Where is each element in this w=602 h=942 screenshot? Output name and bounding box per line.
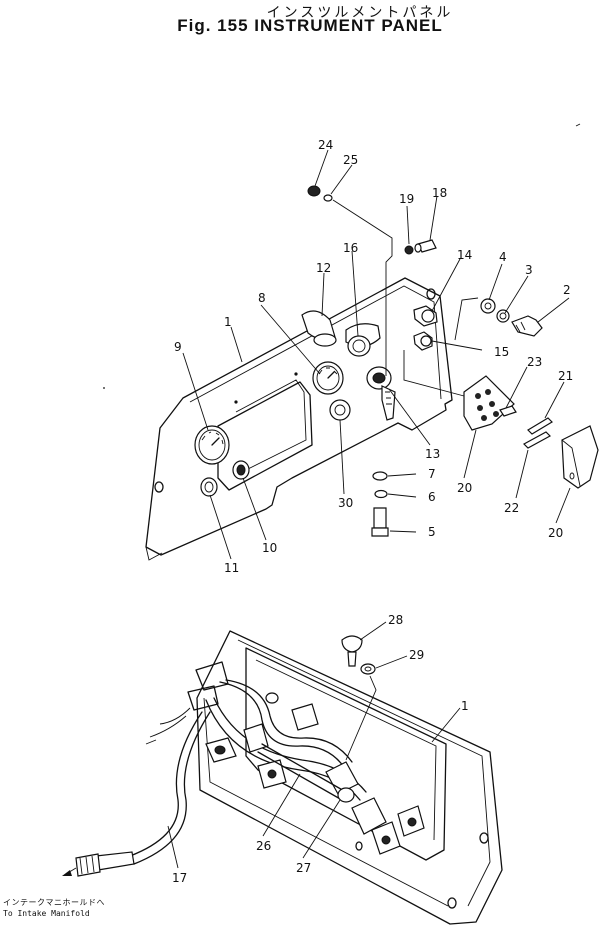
callout-6: 6 bbox=[428, 490, 436, 504]
callout-2: 2 bbox=[563, 283, 571, 297]
leader-lines-lower bbox=[167, 621, 461, 869]
destination-note: To Intake Manifold bbox=[3, 909, 90, 918]
bulb-28 bbox=[341, 635, 363, 667]
callout-9: 9 bbox=[174, 340, 182, 354]
panel-rear-view bbox=[196, 630, 503, 925]
knob-30 bbox=[329, 399, 351, 421]
screw-23 bbox=[499, 405, 517, 417]
bolt-14 bbox=[413, 305, 438, 327]
callout-26: 26 bbox=[256, 839, 271, 853]
callout-14: 14 bbox=[457, 248, 472, 262]
washer-6 bbox=[374, 489, 388, 499]
callout-1b: 1 bbox=[461, 699, 469, 713]
mounting-hole bbox=[154, 481, 164, 493]
callout-11: 11 bbox=[224, 561, 239, 575]
nut-24-washer-25 bbox=[307, 185, 333, 202]
pilot-lamp-11 bbox=[200, 477, 218, 497]
pin-21 bbox=[527, 417, 553, 435]
gauge-8 bbox=[312, 361, 344, 395]
leader-lines-upper bbox=[182, 149, 571, 560]
destination-note-japanese: インテークマニホールドへ bbox=[3, 898, 105, 907]
callout-30: 30 bbox=[338, 496, 353, 510]
figure-title-japanese: インスツルメントパネル bbox=[266, 5, 454, 21]
callout-12: 12 bbox=[316, 261, 331, 275]
washer-4 bbox=[480, 298, 496, 314]
callouts-lower: 28 29 1 26 27 17 bbox=[172, 613, 469, 885]
gauge-9 bbox=[194, 425, 230, 465]
callout-1: 1 bbox=[224, 315, 232, 329]
fastener-18-19 bbox=[404, 239, 437, 255]
callout-5: 5 bbox=[428, 525, 436, 539]
panel-front-view bbox=[145, 277, 453, 561]
callout-19: 19 bbox=[399, 192, 414, 206]
ring-29 bbox=[360, 663, 376, 675]
wiring-harness bbox=[145, 661, 425, 855]
callout-13: 13 bbox=[425, 447, 440, 461]
callout-4: 4 bbox=[499, 250, 507, 264]
connector-block-20 bbox=[463, 375, 515, 431]
callout-16: 16 bbox=[343, 241, 358, 255]
callout-28: 28 bbox=[388, 613, 403, 627]
bolt-2 bbox=[511, 315, 543, 337]
bolt-5 bbox=[371, 507, 389, 537]
indicator-16 bbox=[345, 323, 381, 357]
callout-27: 27 bbox=[296, 861, 311, 875]
callout-29: 29 bbox=[409, 648, 424, 662]
pilot-lamp-10 bbox=[232, 460, 250, 480]
callout-20b: 20 bbox=[548, 526, 563, 540]
callout-17: 17 bbox=[172, 871, 187, 885]
bolt-15 bbox=[413, 331, 433, 351]
callout-22: 22 bbox=[504, 501, 519, 515]
callouts-upper: 1 2 3 4 5 6 7 8 9 10 11 12 13 14 15 16 1… bbox=[174, 138, 573, 575]
callout-24: 24 bbox=[318, 138, 333, 152]
callout-20a: 20 bbox=[457, 481, 472, 495]
tube-26 bbox=[257, 743, 355, 803]
hose-17 bbox=[62, 711, 211, 877]
callout-18: 18 bbox=[432, 186, 447, 200]
callout-25: 25 bbox=[343, 153, 358, 167]
callout-21: 21 bbox=[558, 369, 573, 383]
figure-title: Fig. 155 INSTRUMENT PANEL bbox=[177, 16, 443, 35]
key-switch-13 bbox=[366, 366, 396, 421]
lockwasher-3 bbox=[496, 309, 510, 323]
callout-10: 10 bbox=[262, 541, 277, 555]
callout-8: 8 bbox=[258, 291, 266, 305]
nut-7 bbox=[372, 471, 388, 481]
pin-22 bbox=[523, 431, 551, 449]
callout-15: 15 bbox=[494, 345, 509, 359]
callout-7: 7 bbox=[428, 467, 436, 481]
connector-cover-20 bbox=[561, 425, 599, 489]
switch-12 bbox=[301, 310, 337, 347]
callout-23: 23 bbox=[527, 355, 542, 369]
callout-3: 3 bbox=[525, 263, 533, 277]
